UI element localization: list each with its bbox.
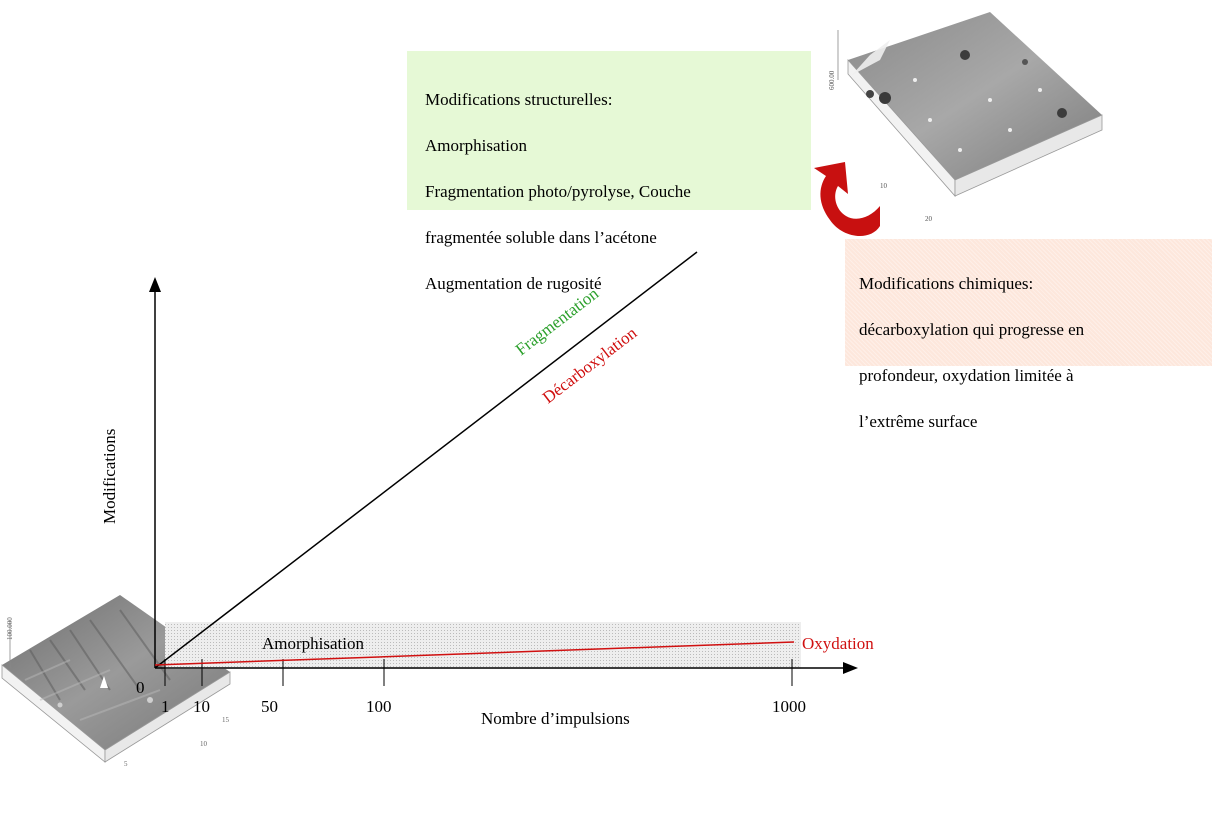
fragmentation-line: [154, 251, 698, 669]
oxydation-line: [154, 641, 795, 666]
x-axis-ticks: [164, 659, 793, 686]
afm-top-tick-20: 20: [925, 215, 933, 223]
amorphisation-label: Amorphisation: [262, 634, 364, 653]
x-tick-label-10: 10: [193, 697, 210, 716]
chemical-line-decarboxylation: décarboxylation qui progresse en: [859, 320, 1085, 339]
chemical-line-title: Modifications chimiques:: [859, 274, 1034, 293]
afm-top-tick-10: 10: [880, 182, 888, 190]
x-tick-label-50: 50: [261, 697, 278, 716]
y-axis-arrow: [149, 277, 161, 292]
curved-arrow: [814, 162, 880, 237]
chemical-line-depth: profondeur, oxydation limitée à: [859, 366, 1074, 385]
structural-line-amorphisation: Amorphisation: [425, 136, 527, 155]
afm-bottom-tick-10: 10: [200, 740, 208, 748]
afm-bottom-z-label: 100.000: [6, 617, 14, 640]
chemical-modifications-box: Modifications chimiques: décarboxylation…: [845, 239, 1212, 431]
afm-bottom-tick-5: 5: [124, 760, 128, 768]
afm-image-bottom: 100.000 5 10 15: [1, 595, 231, 768]
afm-bottom-tick-15: 15: [222, 716, 230, 724]
x-axis-label: Nombre d’impulsions: [481, 709, 630, 728]
structural-modifications-box: Modifications structurelles: Amorphisati…: [407, 51, 811, 293]
x-tick-label-1000: 1000: [772, 697, 806, 716]
chemical-line-surface: l’extrême surface: [859, 412, 978, 431]
afm-top-z-label: 600.00: [828, 70, 836, 90]
y-axis-label: Modifications: [100, 429, 119, 524]
x-axis-arrow: [843, 662, 858, 674]
oxydation-label: Oxydation: [802, 634, 874, 653]
structural-line-title: Modifications structurelles:: [425, 90, 613, 109]
afm-image-top: 600.00 10 20: [828, 12, 1103, 223]
structural-line-soluble-layer: fragmentée soluble dans l’acétone: [425, 228, 657, 247]
x-tick-label-100: 100: [366, 697, 392, 716]
structural-line-fragmentation: Fragmentation photo/pyrolyse, Couche: [425, 182, 691, 201]
structural-line-roughness: Augmentation de rugosité: [425, 274, 602, 293]
origin-label: 0: [136, 678, 145, 697]
x-tick-label-1: 1: [161, 697, 170, 716]
